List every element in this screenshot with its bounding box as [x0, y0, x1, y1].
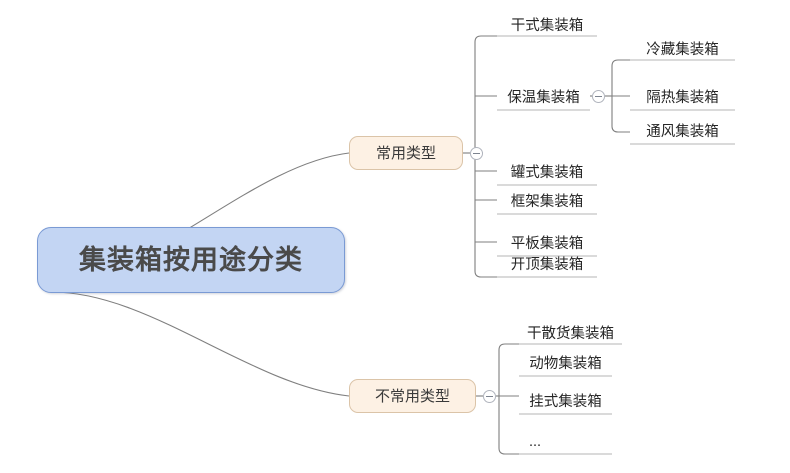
branch-label-common-types: 常用类型: [375, 144, 436, 162]
leaf-node-platform-container[interactable]: 平板集装箱: [497, 232, 597, 256]
root-node-label: 集装箱按用途分类: [79, 244, 303, 275]
leaf-label-livestock-container: 动物集装箱: [529, 355, 602, 372]
leaf-node-open-top-container[interactable]: 开顶集装箱: [497, 253, 597, 277]
leaf-label-reefer-container: 冷藏集装箱: [646, 41, 719, 58]
leaf-label-dry-bulk-container: 干散货集装箱: [527, 325, 614, 342]
minus-circle-icon-common-types[interactable]: [470, 147, 483, 160]
link-spine-baowen: [611, 59, 630, 133]
branch-label-uncommon-types: 不常用类型: [374, 387, 450, 405]
leaf-node-dry-bulk-container[interactable]: 干散货集装箱: [519, 324, 622, 344]
leaf-label-open-top-container: 开顶集装箱: [510, 256, 584, 273]
branch-node-uncommon-types[interactable]: 不常用类型: [349, 379, 476, 413]
link-spine-uncommon: [498, 343, 519, 455]
leaf-label-garment-container: 挂式集装箱: [529, 393, 602, 410]
leaf-label-ventilated-container: 通风集装箱: [646, 123, 719, 140]
leaf-label-tank-container: 罐式集装箱: [510, 164, 584, 181]
leaf-label-more-ellipsis: ...: [529, 433, 542, 450]
leaf-node-frame-container[interactable]: 框架集装箱: [497, 190, 597, 214]
leaf-label-dry-container: 干式集装箱: [510, 17, 584, 34]
leaf-label-platform-container: 平板集装箱: [510, 235, 584, 252]
root-node[interactable]: 集装箱按用途分类: [37, 227, 345, 293]
branch-node-common-types[interactable]: 常用类型: [349, 136, 463, 170]
leaf-node-livestock-container[interactable]: 动物集装箱: [519, 352, 612, 376]
leaf-node-tank-container[interactable]: 罐式集装箱: [497, 161, 597, 185]
leaf-node-ventilated-container[interactable]: 通风集装箱: [630, 120, 735, 144]
leaf-node-reefer-container[interactable]: 冷藏集装箱: [630, 40, 735, 60]
leaf-node-dry-container[interactable]: 干式集装箱: [497, 16, 597, 36]
leaf-node-insulated-group[interactable]: 保温集装箱: [497, 86, 590, 110]
leaf-node-more-ellipsis[interactable]: ...: [519, 430, 612, 454]
minus-circle-icon-insulated-group[interactable]: [592, 90, 605, 103]
leaf-node-heat-insulated-container[interactable]: 隔热集装箱: [630, 86, 735, 110]
leaf-label-insulated-group: 保温集装箱: [507, 89, 580, 106]
minus-circle-icon-uncommon-types[interactable]: [483, 390, 496, 403]
leaf-label-frame-container: 框架集装箱: [510, 193, 584, 210]
link-root-uncommon: [51, 291, 350, 397]
leaf-label-heat-insulated-container: 隔热集装箱: [646, 89, 719, 106]
leaf-node-garment-container[interactable]: 挂式集装箱: [519, 390, 612, 414]
